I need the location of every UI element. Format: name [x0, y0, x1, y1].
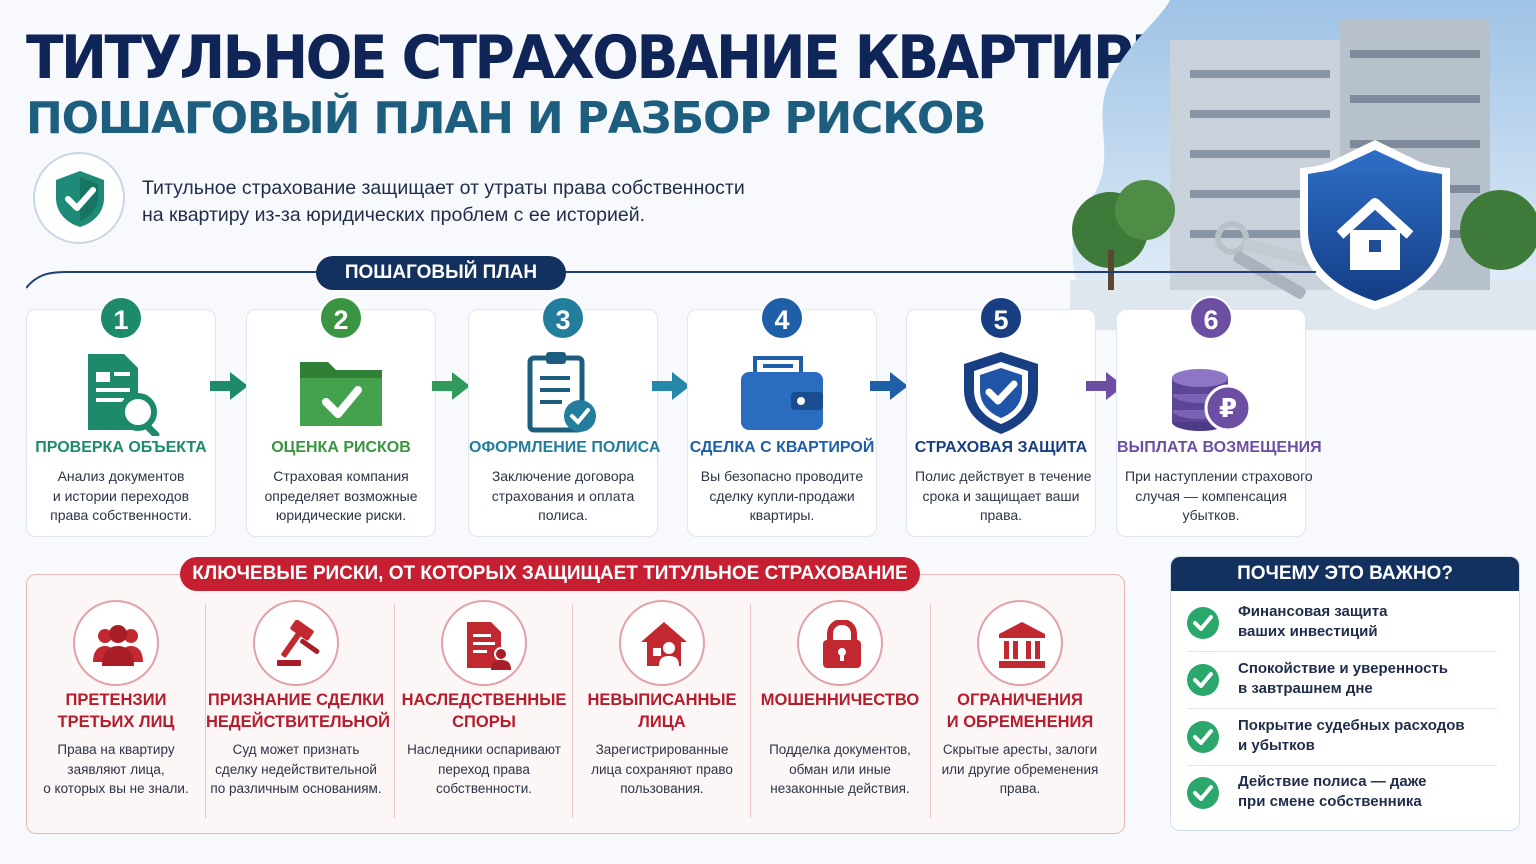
divider: [1187, 708, 1497, 709]
risk-title: ПРИЗНАНИЕ СДЕЛКИ НЕДЕЙСТВИТЕЛЬНОЙ: [206, 691, 391, 731]
step-card-2: 2 ОЦЕНКА РИСКОВ Страховая компания опред…: [246, 296, 436, 537]
step-description: При наступлении страхового случая — комп…: [1125, 468, 1313, 523]
hero-illustration: [1050, 0, 1536, 340]
step-card-6: 6 ₽ ВЫПЛАТА ВОЗМЕЩЕНИЯ При наступлении с…: [1116, 296, 1322, 537]
step-title: ОЦЕНКА РИСКОВ: [271, 439, 411, 456]
risk-description: Подделка документов, обман или иные неза…: [769, 742, 911, 796]
divider: [205, 604, 206, 818]
lock-icon: [797, 600, 883, 686]
step-card-4: 4 СДЕЛКА С КВАРТИРОЙ Вы безопасно провод…: [687, 296, 877, 537]
folder-check-icon: [300, 362, 382, 426]
why-item-text: Покрытие судебных расходов и убытков: [1238, 717, 1465, 754]
risk-item-6: ОГРАНИЧЕНИЯ И ОБРЕМЕНЕНИЯ Скрытые аресты…: [930, 600, 1110, 822]
risk-title: ОГРАНИЧЕНИЯ И ОБРЕМЕНЕНИЯ: [946, 691, 1094, 731]
risk-title: НАСЛЕДСТВЕННЫЕ СПОРЫ: [401, 691, 567, 731]
step-number: 2: [319, 296, 363, 340]
step-number: 6: [1189, 296, 1233, 340]
step-card-5: 5 СТРАХОВАЯ ЗАЩИТА Полис действует в теч…: [906, 296, 1096, 537]
shield-check-icon: [33, 152, 125, 244]
risk-item-3: НАСЛЕДСТВЕННЫЕ СПОРЫ Наследники оспарива…: [394, 600, 574, 822]
risk-description: Скрытые аресты, залоги или другие обреме…: [941, 742, 1099, 796]
page-title: ТИТУЛЬНОЕ СТРАХОВАНИЕ КВАРТИРЫ:: [26, 23, 1207, 93]
wallet-icon: [741, 356, 823, 430]
step-card-3: 3 ОФОРМЛЕНИЕ ПОЛИСА Заключение договора …: [468, 296, 661, 537]
risk-description: Права на квартиру заявляют лица, о котор…: [43, 742, 189, 796]
why-item-2: Спокойствие и уверенность в завтрашнем д…: [1187, 654, 1497, 708]
risk-title: МОШЕННИЧЕСТВО: [760, 691, 920, 709]
risk-title: ПРЕТЕНЗИИ ТРЕТЬИХ ЛИЦ: [57, 691, 175, 731]
why-item-3: Покрытие судебных расходов и убытков: [1187, 711, 1497, 765]
house-person-icon: [619, 600, 705, 686]
step-title: ОФОРМЛЕНИЕ ПОЛИСА: [469, 439, 661, 456]
shield-check-icon: [964, 352, 1038, 434]
document-person-icon: [441, 600, 527, 686]
risk-description: Суд может признать сделку недействительн…: [210, 742, 382, 796]
step-description: Вы безопасно проводите сделку купли-прод…: [700, 468, 864, 523]
step-number: 3: [541, 296, 585, 340]
plan-label: ПОШАГОВЫЙ ПЛАН: [316, 256, 566, 290]
step-number: 5: [979, 296, 1023, 340]
arrow-right-icon: [210, 372, 248, 400]
why-item-1: Финансовая защита ваших инвестиций: [1187, 597, 1497, 651]
page-subtitle: ПОШАГОВЫЙ ПЛАН И РАЗБОР РИСКОВ: [26, 93, 987, 144]
arrow-right-icon: [1086, 372, 1124, 400]
step-number: 4: [760, 296, 804, 340]
why-heading: ПОЧЕМУ ЭТО ВАЖНО?: [1171, 557, 1519, 591]
step-description: Заключение договора страхования и оплата…: [491, 468, 635, 523]
check-circle-icon: [1187, 721, 1219, 753]
coins-ruble-icon: ₽: [1172, 369, 1252, 432]
risks-label: КЛЮЧЕВЫЕ РИСКИ, ОТ КОТОРЫХ ЗАЩИЩАЕТ ТИТУ…: [180, 557, 920, 591]
risk-item-4: НЕВЫПИСАННЫЕ ЛИЦА Зарегистрированные лиц…: [572, 600, 752, 822]
step-title: СТРАХОВАЯ ЗАЩИТА: [914, 439, 1088, 456]
clipboard-check-icon: [527, 352, 596, 433]
divider: [572, 604, 573, 818]
step-number: 1: [99, 296, 143, 340]
check-circle-icon: [1187, 664, 1219, 696]
step-description: Полис действует в течение срока и защища…: [915, 468, 1092, 523]
risk-title: НЕВЫПИСАННЫЕ ЛИЦА: [587, 691, 737, 731]
step-description: Страховая компания определяет возможные …: [264, 468, 418, 523]
risk-item-1: ПРЕТЕНЗИИ ТРЕТЬИХ ЛИЦ Права на квартиру …: [26, 600, 206, 822]
check-circle-icon: [1187, 607, 1219, 639]
check-circle-icon: [1187, 777, 1219, 809]
step-title: ВЫПЛАТА ВОЗМЕЩЕНИЯ: [1117, 439, 1322, 456]
risk-item-5: МОШЕННИЧЕСТВО Подделка документов, обман…: [750, 600, 930, 822]
svg-text:₽: ₽: [1219, 394, 1237, 424]
divider: [930, 604, 931, 818]
why-panel: ПОЧЕМУ ЭТО ВАЖНО? Финансовая защита ваши…: [1170, 556, 1520, 831]
divider: [750, 604, 751, 818]
why-item-text: Действие полиса — даже при смене собстве…: [1238, 773, 1427, 810]
divider: [394, 604, 395, 818]
arrow-right-icon: [870, 372, 908, 400]
plan-divider: [26, 271, 1316, 289]
step-title: СДЕЛКА С КВАРТИРОЙ: [689, 439, 875, 456]
why-item-4: Действие полиса — даже при смене собстве…: [1187, 767, 1497, 821]
intro-text: Титульное страхование защищает от утраты…: [142, 177, 745, 226]
step-title: ПРОВЕРКА ОБЪЕКТА: [35, 439, 207, 456]
people-icon: [73, 600, 159, 686]
arrow-right-icon: [432, 372, 470, 400]
risk-item-2: ПРИЗНАНИЕ СДЕЛКИ НЕДЕЙСТВИТЕЛЬНОЙ Суд мо…: [206, 600, 391, 822]
risk-description: Зарегистрированные лица сохраняют право …: [591, 742, 733, 796]
divider: [1187, 765, 1497, 766]
step-description: Анализ документов и истории переходов пр…: [50, 468, 192, 523]
risks-panel: [26, 574, 1125, 834]
why-item-text: Финансовая защита ваших инвестиций: [1238, 603, 1388, 640]
why-item-text: Спокойствие и уверенность в завтрашнем д…: [1238, 660, 1448, 697]
gavel-icon: [253, 600, 339, 686]
bank-icon: [977, 600, 1063, 686]
arrow-right-icon: [652, 372, 690, 400]
risk-description: Наследники оспаривают переход права собс…: [407, 742, 561, 796]
document-search-icon: [88, 354, 160, 436]
divider: [1187, 651, 1497, 652]
step-card-1: 1 ПРОВЕРКА ОБЪЕКТА Анализ документов и и…: [26, 296, 216, 537]
